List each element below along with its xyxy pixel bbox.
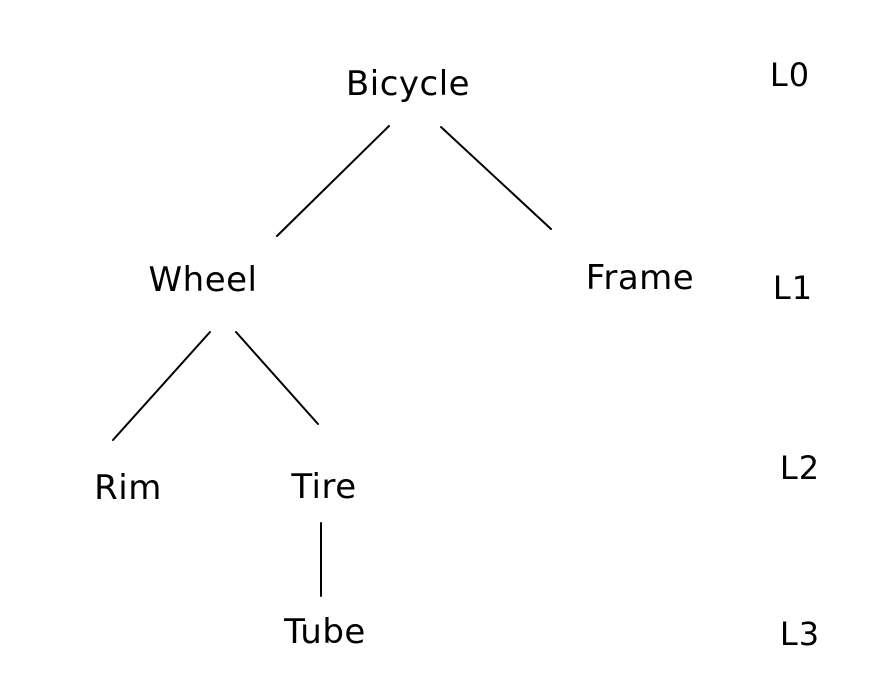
tree-node-tire[interactable]: Tire bbox=[291, 467, 357, 507]
tree-edge-bicycle-frame bbox=[440, 126, 552, 230]
level-marker-l0: L0 bbox=[769, 56, 811, 94]
tree-node-wheel[interactable]: Wheel bbox=[148, 260, 258, 300]
tree-node-frame[interactable]: Frame bbox=[585, 258, 695, 298]
level-marker-l3: L3 bbox=[779, 615, 821, 653]
tree-node-rim[interactable]: Rim bbox=[94, 468, 162, 508]
tree-edge-wheel-tire bbox=[235, 331, 319, 425]
level-marker-l1: L1 bbox=[772, 269, 814, 307]
tree-node-tube[interactable]: Tube bbox=[284, 612, 366, 652]
tree-node-bicycle[interactable]: Bicycle bbox=[345, 64, 471, 104]
tree-edge-bicycle-wheel bbox=[276, 125, 390, 237]
level-marker-l2: L2 bbox=[779, 449, 821, 487]
tree-edge-wheel-rim bbox=[112, 331, 211, 441]
